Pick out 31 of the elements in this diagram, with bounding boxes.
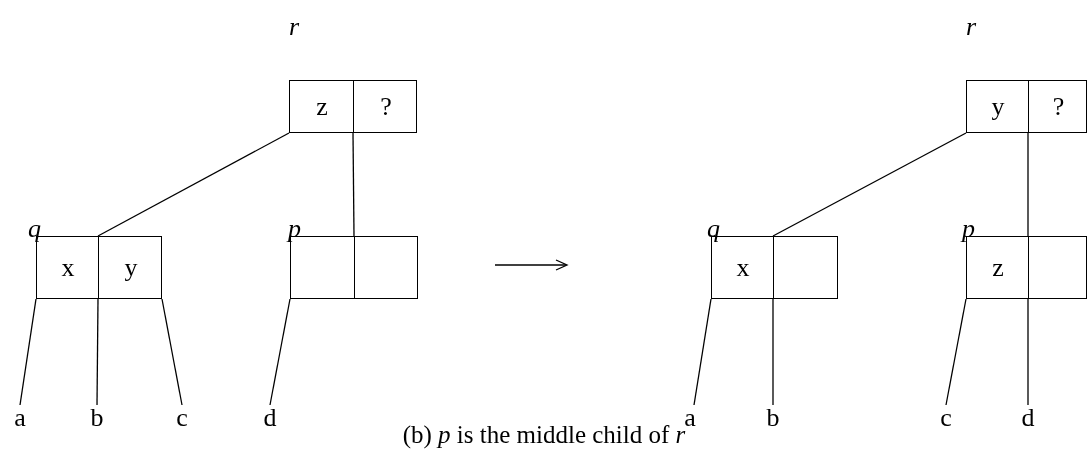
node-name-label: r xyxy=(966,14,977,40)
key-text: y xyxy=(124,254,138,281)
tree-edge xyxy=(269,298,291,406)
node-name-label: r xyxy=(289,14,300,40)
leaf-label: d xyxy=(258,405,282,431)
tree-node-box xyxy=(289,80,417,133)
tree-edge xyxy=(772,132,967,237)
leaf-label: c xyxy=(934,405,958,431)
leaf-label: a xyxy=(8,405,32,431)
key-text: ? xyxy=(380,93,392,120)
tree-edge xyxy=(1027,132,1029,237)
leaf-label: c xyxy=(170,405,194,431)
key-text: z xyxy=(992,254,1004,281)
key-text: x xyxy=(736,254,750,281)
leaf-label: d xyxy=(1016,405,1040,431)
key-text: x xyxy=(61,254,75,281)
tree-edge xyxy=(693,298,712,406)
tree-edge xyxy=(945,298,967,406)
tree-edge xyxy=(96,298,99,406)
key-text: z xyxy=(316,93,328,120)
tree-edge xyxy=(97,132,290,237)
key-text: y xyxy=(991,93,1005,120)
leaf-label: b xyxy=(85,405,109,431)
tree-edge xyxy=(352,132,355,237)
tree-edge xyxy=(1027,298,1029,406)
key-text: ? xyxy=(1052,93,1065,120)
tree-edge xyxy=(19,298,37,406)
tree-edge xyxy=(772,298,774,406)
tree-edge xyxy=(161,298,183,406)
leaf-label: b xyxy=(761,405,785,431)
tree-node-box xyxy=(966,80,1087,133)
